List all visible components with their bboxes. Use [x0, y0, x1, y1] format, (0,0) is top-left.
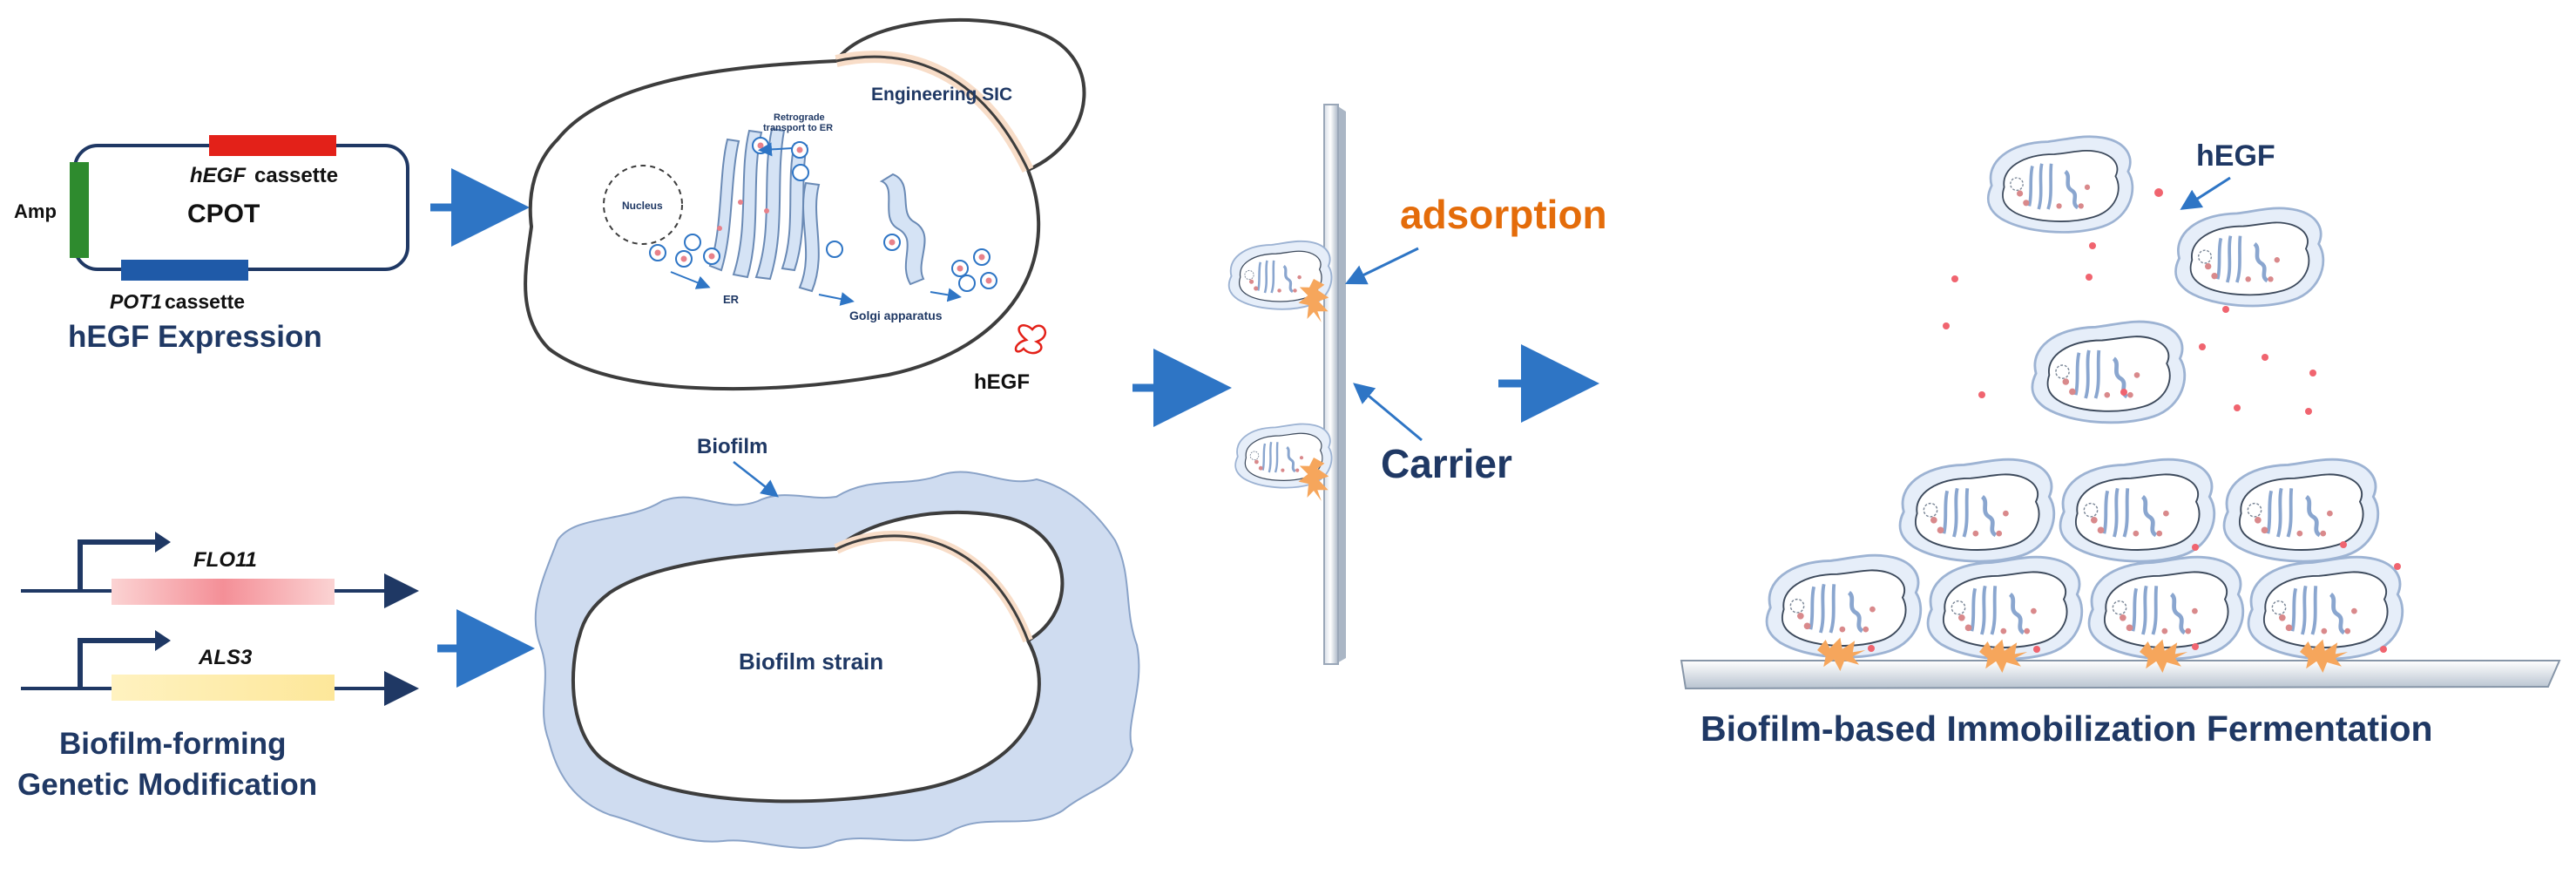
biofilm-strain-label: Biofilm strain [739, 648, 883, 675]
hegf-gene-label: hEGF [190, 164, 247, 187]
floating-cell-2 [2175, 208, 2322, 306]
floating-cell-1 [1988, 137, 2133, 233]
endoplasmic-reticulum [708, 127, 808, 281]
biofilm-cell-mid-3 [2224, 459, 2378, 561]
retrograde-arrow [758, 142, 794, 157]
nucleus-label: Nucleus [622, 200, 663, 212]
biofilm-cell-base-4 [2248, 557, 2403, 659]
nucleus [603, 165, 683, 245]
golgi-apparatus [798, 173, 926, 293]
bud-scar-rim [835, 51, 1034, 173]
pot1-cassette-word: cassette [165, 290, 245, 313]
biofilm-pointer [733, 461, 779, 498]
fermentation-hegf-label: hEGF [2196, 139, 2275, 173]
hegf-cassette-block [209, 135, 336, 156]
immobilization-fermentation: hEGF Biofilm-based Immobilization Fermen… [1680, 137, 2561, 749]
biofilm-cell-mid-1 [1900, 459, 2054, 561]
biofilm-cell-base-1 [1767, 555, 1921, 657]
fermentation-carrier-base [1680, 660, 2561, 690]
plasmid-cpot: Amp hEGF cassette CPOT POT1 cassette hEG… [14, 135, 409, 354]
biofilm-cell-base-3 [2089, 557, 2243, 659]
plasmid-name: CPOT [187, 200, 260, 228]
fermentation-title: Biofilm-based Immobilization Fermentatio… [1700, 709, 2433, 749]
adsorption-pointer [1344, 247, 1419, 285]
retrograde-label-line1: Retrograde [774, 112, 825, 123]
biofilm-label: Biofilm [697, 435, 767, 458]
biofilm-strain-cell: Biofilm strain Biofilm [534, 435, 1140, 849]
flo11-gene-block [112, 579, 335, 605]
vesicles [649, 137, 997, 292]
biofilm-cell-mid-2 [2060, 459, 2214, 561]
hegf-protein-icon [1014, 324, 1047, 355]
golgi-label: Golgi apparatus [849, 309, 943, 322]
hegf-cassette-word: cassette [254, 164, 338, 187]
biofilm-genetic-modification: FLO11 ALS3 Biofilm-forming Genetic Modif… [17, 532, 419, 802]
als3-label: ALS3 [198, 646, 253, 669]
cell-title: Engineering SIC [871, 85, 1012, 105]
hegf-molecules [654, 142, 992, 284]
hegf-expression-title: hEGF Expression [68, 320, 322, 354]
biofilm-forming-title-line2: Genetic Modification [17, 768, 317, 802]
carrier-rod [1323, 104, 1339, 665]
flo11-label: FLO11 [193, 548, 257, 572]
carrier-pointer [1353, 383, 1423, 442]
adsorption-label: adsorption [1400, 192, 1607, 237]
als3-gene-block [112, 675, 335, 701]
floating-cell-3 [2032, 322, 2185, 423]
er-label: ER [723, 293, 740, 306]
secreted-hegf-dots [1868, 188, 2401, 653]
als3-promoter [78, 638, 157, 688]
biofilm-cell-base-2 [1928, 557, 2082, 659]
amp-label: Amp [14, 200, 57, 222]
amp-gene-block [70, 162, 89, 258]
fermentation-hegf-pointer [2180, 176, 2231, 210]
carrier-label: Carrier [1381, 441, 1512, 486]
retrograde-label-line2: transport to ER [763, 123, 833, 133]
flo11-promoter [78, 539, 157, 591]
carrier-adsorption: adsorption Carrier [1227, 104, 1607, 665]
biofilm-forming-title-line1: Biofilm-forming [59, 727, 287, 761]
pot1-gene-label: POT1 [110, 290, 162, 313]
engineering-sic-cell: Engineering SIC Nucleus [524, 17, 1086, 394]
pot1-cassette-block [121, 260, 248, 281]
hegf-product-label: hEGF [974, 370, 1030, 394]
